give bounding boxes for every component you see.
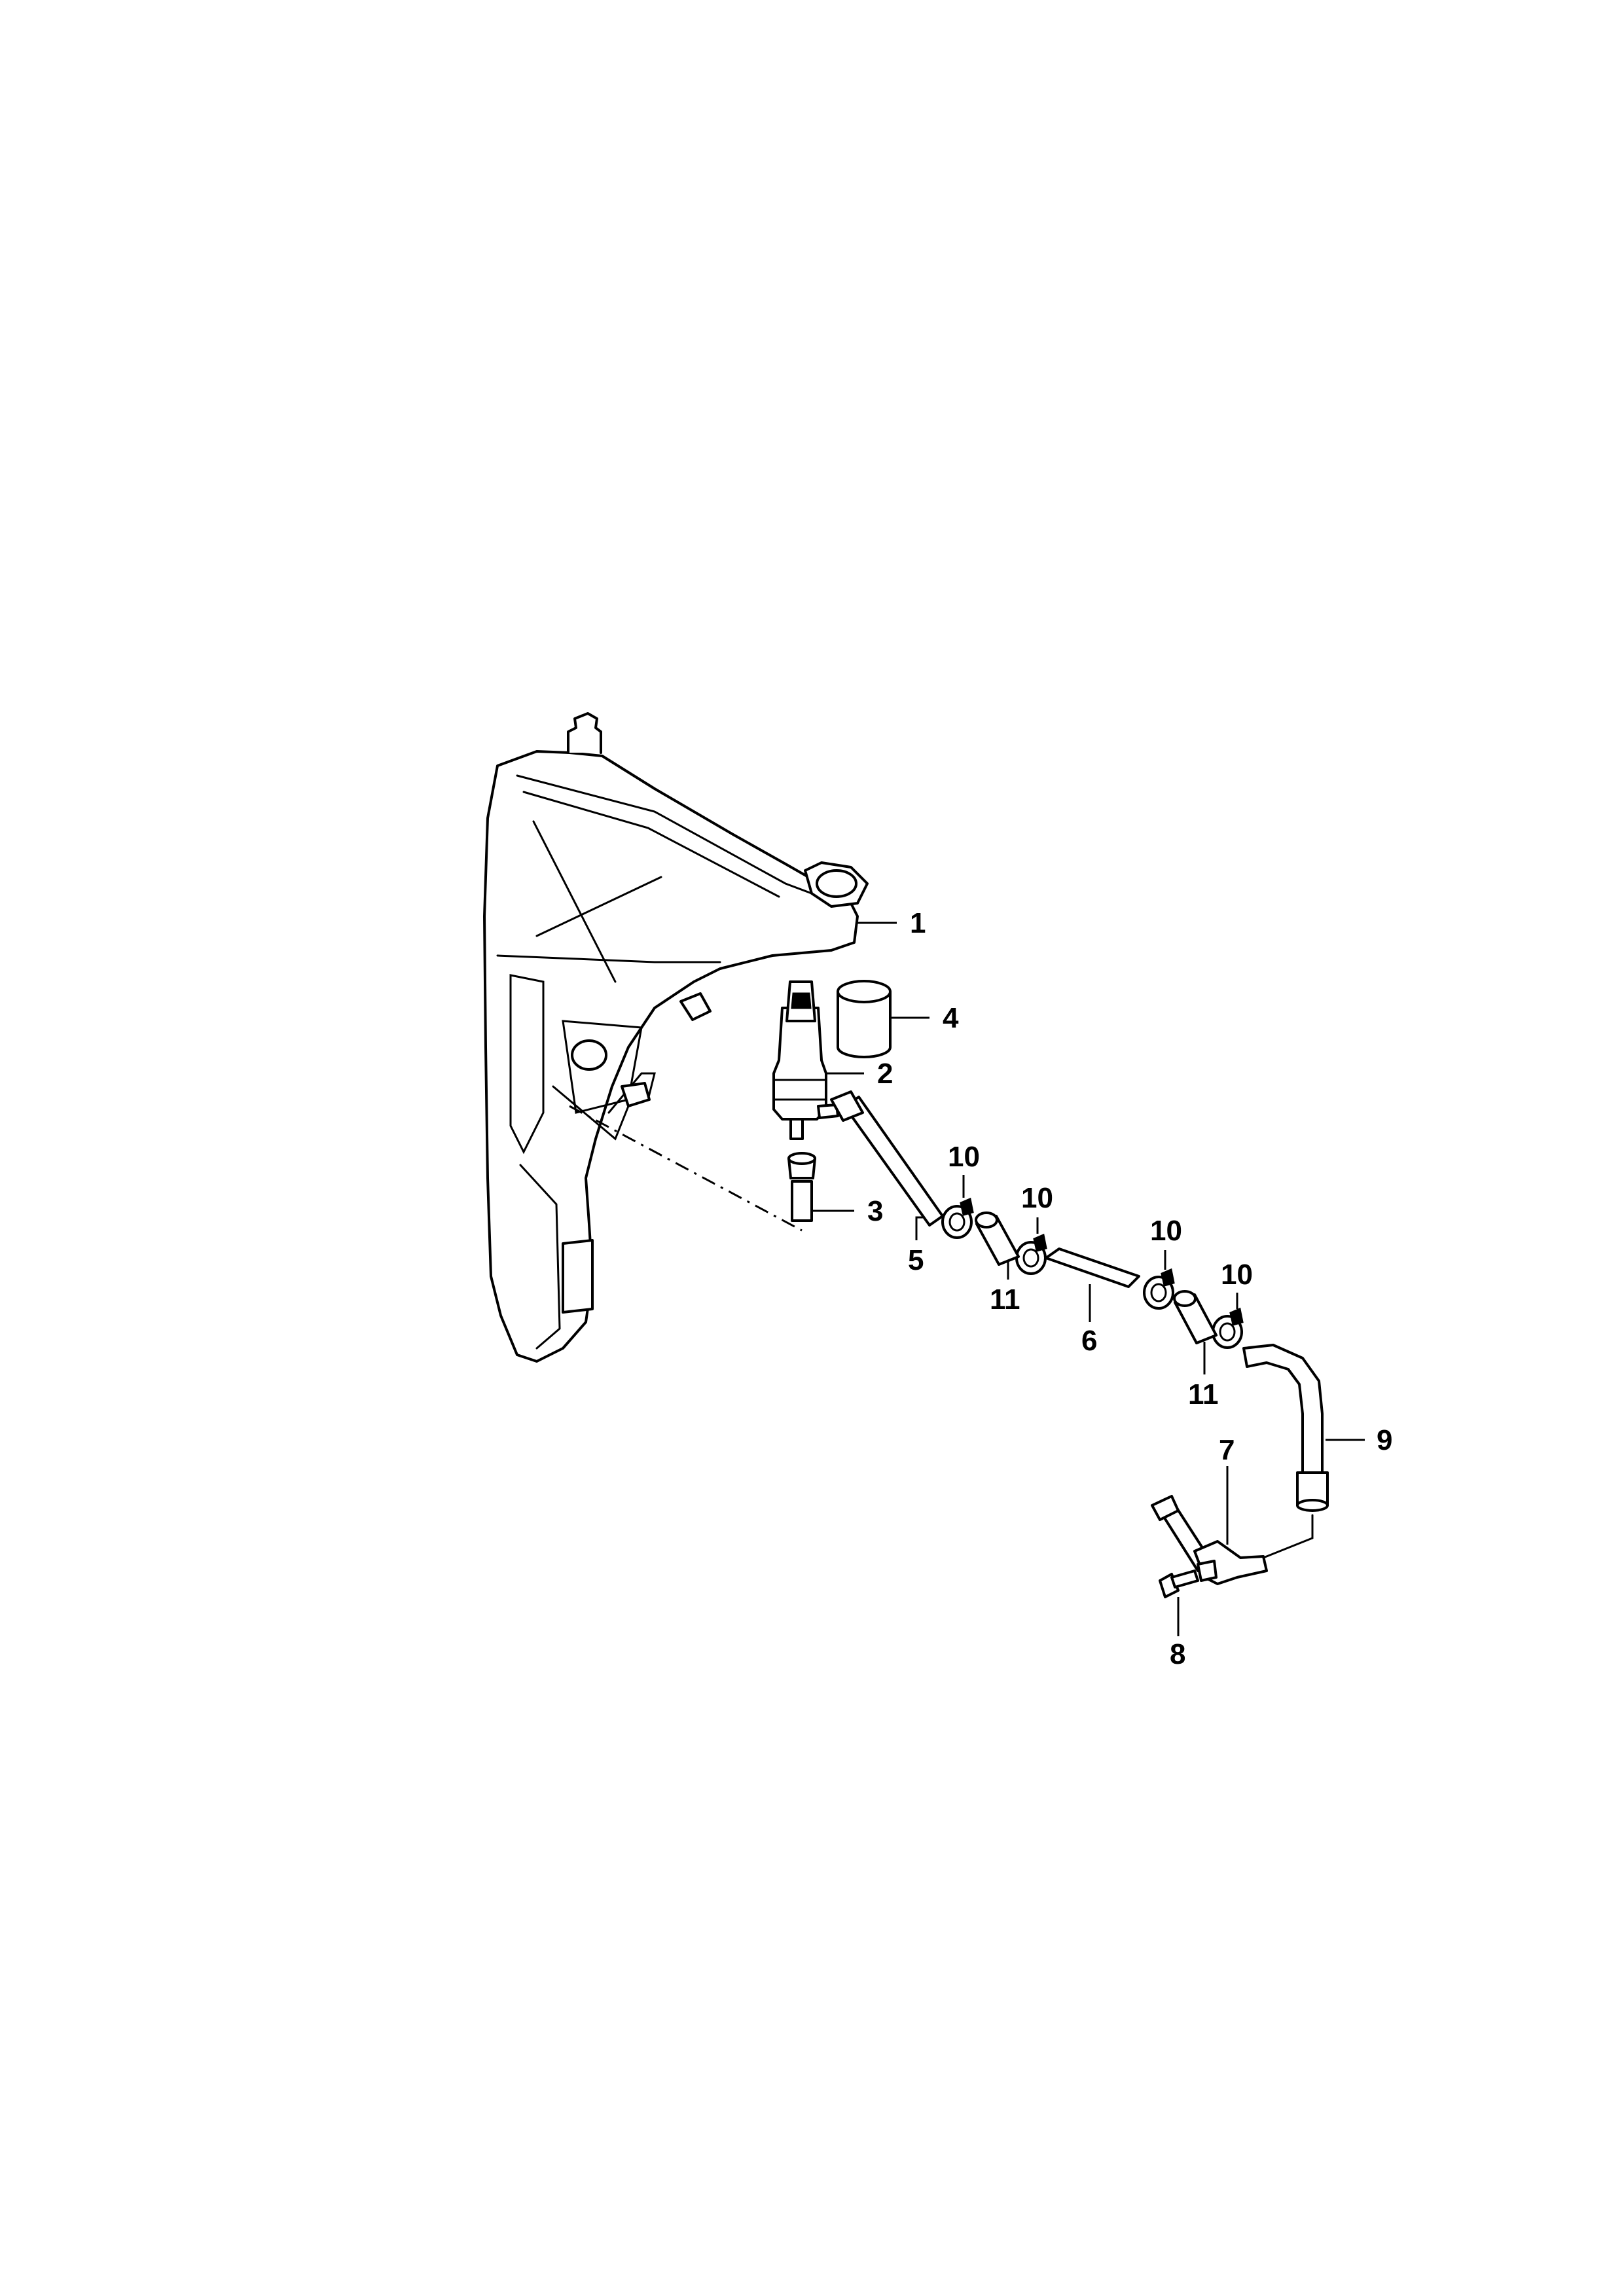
callout-2: 2 <box>877 1058 893 1090</box>
hose-clip <box>941 1197 974 1239</box>
pump-seal-sleeve <box>837 980 892 1058</box>
callout-10: 10 <box>948 1141 980 1173</box>
hose-connector <box>1173 1290 1218 1344</box>
washer-pump <box>772 980 839 1140</box>
callout-8: 8 <box>1170 1638 1185 1670</box>
callout-labels: 1 4 2 10 10 3 5 11 10 10 6 11 9 7 8 <box>867 907 1392 1670</box>
hose-clip <box>1015 1233 1047 1275</box>
assembly-centerline <box>569 1105 803 1232</box>
hose-clip <box>1143 1268 1175 1310</box>
callout-10: 10 <box>1021 1182 1053 1214</box>
washer-hose-9 <box>1242 1344 1329 1539</box>
callout-11: 11 <box>990 1283 1020 1316</box>
washer-hose-6 <box>1045 1247 1140 1288</box>
washer-nozzle <box>1151 1495 1314 1585</box>
callout-10: 10 <box>1221 1259 1253 1291</box>
leader-lines <box>812 922 1365 1636</box>
pump-filter <box>787 1152 816 1222</box>
callout-11: 11 <box>1188 1378 1219 1410</box>
callout-3: 3 <box>867 1195 883 1227</box>
callout-7: 7 <box>1219 1434 1235 1466</box>
callout-1: 1 <box>910 907 926 939</box>
nozzle-screw <box>1159 1570 1199 1598</box>
hose-connector <box>975 1211 1020 1266</box>
callout-4: 4 <box>943 1002 959 1034</box>
washer-reservoir <box>483 712 869 1363</box>
callout-10: 10 <box>1150 1215 1182 1247</box>
callout-9: 9 <box>1377 1424 1392 1456</box>
callout-5: 5 <box>908 1244 924 1276</box>
hose-clip <box>1212 1307 1244 1349</box>
callout-6: 6 <box>1081 1325 1097 1357</box>
washer-hose-5 <box>830 1090 944 1227</box>
